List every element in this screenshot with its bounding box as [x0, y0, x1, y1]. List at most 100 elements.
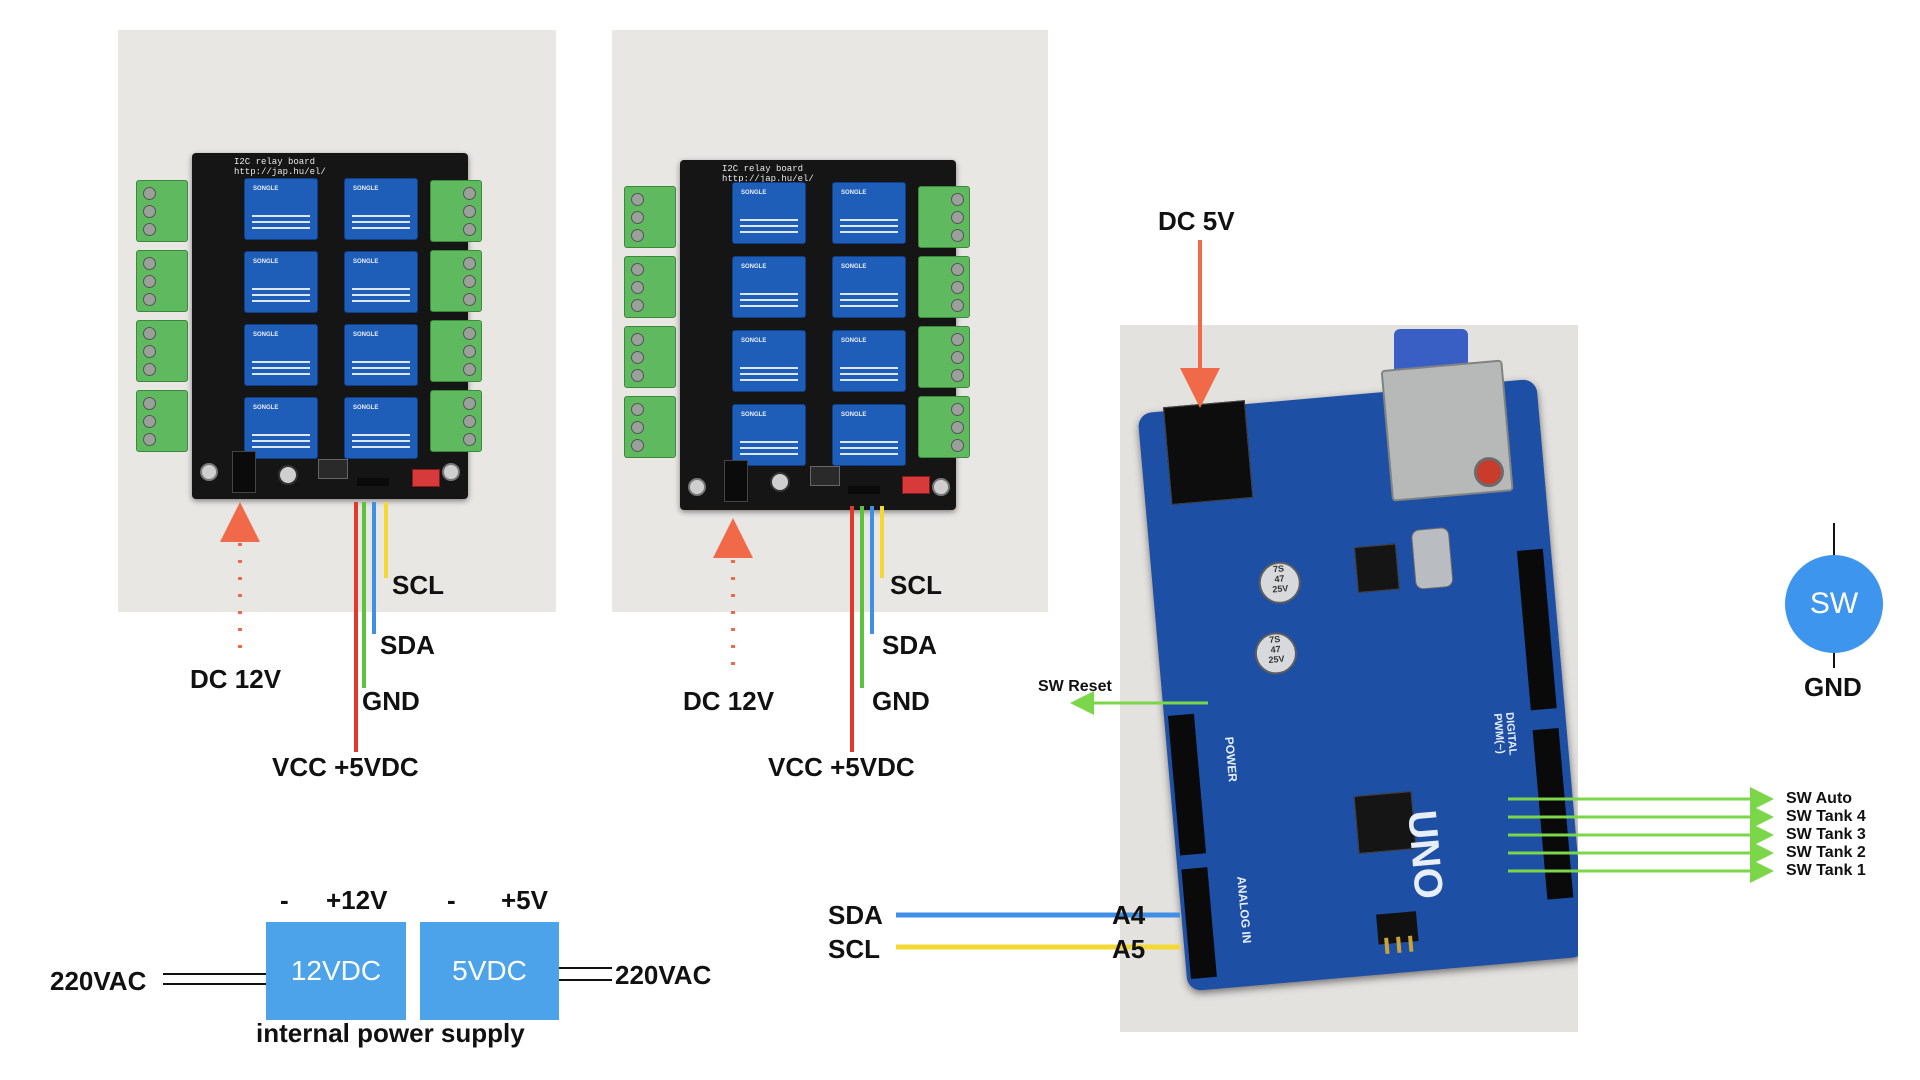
screw-terminal — [624, 256, 676, 318]
scl-label: SCL — [392, 570, 444, 600]
screw-terminal — [430, 390, 482, 452]
psu-12vdc: 12VDC — [266, 922, 406, 1020]
relay: SONGLE — [732, 404, 806, 466]
screw-terminal — [918, 186, 970, 248]
dip-switch — [412, 469, 440, 487]
digital-header-low — [1532, 728, 1574, 900]
psu12-plus-label: +12V — [326, 885, 388, 915]
pcb-url: http://jap.hu/el/ — [722, 174, 814, 184]
digital-header-high — [1516, 548, 1557, 711]
cn2-header — [357, 478, 389, 486]
dc-power-jack — [1163, 400, 1254, 505]
relay: SONGLE — [832, 256, 906, 318]
sw-reset-label: SW Reset — [1038, 678, 1112, 695]
vcc-label: VCC +5VDC — [768, 752, 915, 782]
screw-terminal — [430, 320, 482, 382]
relay: SONGLE — [832, 182, 906, 244]
dc5v-label: DC 5V — [1158, 206, 1235, 236]
screw-terminal — [918, 256, 970, 318]
ac-label-left: 220VAC — [50, 966, 147, 996]
dip-switch — [902, 476, 930, 494]
scl-label: SCL — [890, 570, 942, 600]
digital-silk: DIGITAL PWM(~) — [1491, 711, 1519, 756]
cn2-header — [848, 486, 880, 494]
screw-terminal — [136, 180, 188, 242]
scl-arduino-label: SCL — [828, 934, 880, 964]
sda-label: SDA — [380, 630, 435, 660]
a5-label: A5 — [1112, 934, 1146, 964]
relay: SONGLE — [244, 324, 318, 386]
screw-terminal — [624, 326, 676, 388]
switch-gnd-label: GND — [1804, 672, 1862, 702]
pcb-title: I2C relay board — [722, 164, 804, 174]
screw-terminal — [430, 180, 482, 242]
mount-hole — [442, 463, 460, 481]
screw-terminal — [918, 326, 970, 388]
power-header — [1167, 713, 1207, 856]
screw-terminal — [624, 396, 676, 458]
analog-header — [1181, 867, 1217, 980]
screw-terminal — [136, 320, 188, 382]
sw-tank2-label: SW Tank 2 — [1786, 844, 1866, 861]
psu-5vdc: 5VDC — [420, 922, 559, 1020]
relay-board-pcb: I2C relay board http://jap.hu/el/ SONGLE… — [680, 160, 956, 510]
io-expander-chip — [318, 459, 348, 479]
relay: SONGLE — [344, 178, 418, 240]
screw-terminal — [918, 396, 970, 458]
capacitor — [278, 465, 298, 485]
capacitor — [770, 472, 790, 492]
screw-terminal — [136, 250, 188, 312]
psu-caption: internal power supply — [256, 1018, 525, 1048]
ac-label-right: 220VAC — [615, 960, 712, 990]
screw-terminal — [136, 390, 188, 452]
psu5-plus-label: +5V — [501, 885, 548, 915]
gnd-label: GND — [362, 686, 420, 716]
relay: SONGLE — [832, 404, 906, 466]
sw-tank3-label: SW Tank 3 — [1786, 826, 1866, 843]
vcc-label: VCC +5VDC — [272, 752, 419, 782]
psu5-minus-label: - — [447, 885, 456, 915]
dc-jack — [232, 451, 256, 493]
relay: SONGLE — [244, 397, 318, 459]
sda-label: SDA — [882, 630, 937, 660]
crystal — [1410, 526, 1454, 590]
relay: SONGLE — [244, 178, 318, 240]
mount-hole — [688, 478, 706, 496]
relay: SONGLE — [244, 251, 318, 313]
mount-hole — [200, 463, 218, 481]
icsp-header — [1376, 911, 1419, 954]
sw-tank1-label: SW Tank 1 — [1786, 862, 1866, 879]
relay-board-photo-right: I2C relay board http://jap.hu/el/ SONGLE… — [612, 30, 1048, 612]
dc12v-label: DC 12V — [190, 664, 282, 694]
psu12-minus-label: - — [280, 885, 289, 915]
relay: SONGLE — [832, 330, 906, 392]
power-silk: POWER — [1222, 736, 1240, 783]
gnd-label: GND — [872, 686, 930, 716]
pcb-title: I2C relay board — [234, 157, 316, 167]
relay: SONGLE — [732, 256, 806, 318]
io-expander-chip — [810, 466, 840, 486]
relay: SONGLE — [732, 182, 806, 244]
dc-jack — [724, 460, 748, 502]
sda-arduino-label: SDA — [828, 900, 883, 930]
relay-board-photo-left: I2C relay board http://jap.hu/el/ SONGLE… — [118, 30, 556, 612]
switch-symbol: SW — [1785, 555, 1883, 653]
relay: SONGLE — [344, 397, 418, 459]
dc12v-label: DC 12V — [683, 686, 775, 716]
relay: SONGLE — [732, 330, 806, 392]
sw-auto-label: SW Auto — [1786, 790, 1853, 807]
pcb-url: http://jap.hu/el/ — [234, 167, 326, 177]
usb-serial-chip — [1353, 543, 1400, 594]
a4-label: A4 — [1112, 900, 1146, 930]
relay: SONGLE — [344, 251, 418, 313]
screw-terminal — [624, 186, 676, 248]
uno-logo: UNO — [1399, 808, 1451, 901]
sw-tank4-label: SW Tank 4 — [1786, 808, 1866, 825]
analog-silk: ANALOG IN — [1234, 875, 1255, 944]
mount-hole — [932, 478, 950, 496]
screw-terminal — [430, 250, 482, 312]
